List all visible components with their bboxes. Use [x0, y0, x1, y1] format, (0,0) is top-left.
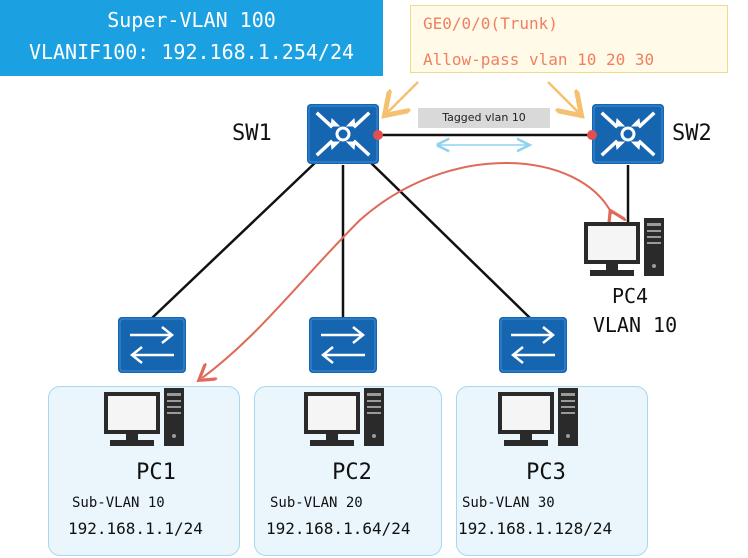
pc1-name: PC1: [136, 460, 176, 485]
network-links: [151, 133, 630, 319]
pc3-computer-icon: [498, 388, 578, 446]
pc1-computer-icon: [104, 388, 184, 446]
traffic-path-arrow: [202, 162, 612, 378]
trunk-port: GE0/0/0(Trunk): [423, 14, 558, 33]
sw2-label: SW2: [672, 121, 712, 146]
super-vlan-header: Super-VLAN 100 VLANIF100: 192.168.1.254/…: [0, 0, 383, 76]
note-arrow-sw1: [388, 81, 419, 112]
pc2-ip: 192.168.1.64/24: [266, 519, 411, 538]
link-sw1-switch1: [151, 159, 319, 319]
pc3-ip: 192.168.1.128/24: [458, 519, 613, 538]
pc4-vlan: VLAN 10: [592, 313, 678, 337]
vlanif-address: VLANIF100: 192.168.1.254/24: [28, 40, 355, 64]
pc2-computer-icon: [304, 388, 384, 446]
trunk-note: GE0/0/0(Trunk) Allow-pass vlan 10 20 30: [410, 5, 728, 73]
allow-pass-vlans: Allow-pass vlan 10 20 30: [423, 50, 655, 69]
super-vlan-title: Super-VLAN 100: [107, 8, 276, 32]
pc4-computer-icon: [584, 218, 664, 276]
pc2-name: PC2: [332, 460, 372, 485]
tagged-vlan-label: Tagged vlan 10: [418, 108, 550, 128]
pc1-ip: 192.168.1.1/24: [68, 519, 203, 538]
sw1-label: SW1: [232, 121, 272, 146]
sw1-router-switch-icon: [305, 102, 381, 166]
pc4-name: PC4: [611, 284, 649, 308]
pc3-sub-vlan: Sub-VLAN 30: [462, 495, 555, 511]
note-arrow-sw2: [547, 81, 578, 112]
sw1-port-dot: [373, 130, 383, 140]
access-switch-1-icon: [116, 315, 188, 375]
sw2-port-dot: [587, 130, 597, 140]
pc1-sub-vlan: Sub-VLAN 10: [72, 495, 165, 511]
sw2-router-switch-icon: [590, 102, 666, 166]
link-sw1-switch3: [367, 159, 531, 319]
pc2-sub-vlan: Sub-VLAN 20: [270, 495, 363, 511]
access-switch-3-icon: [497, 315, 569, 375]
pc3-name: PC3: [526, 460, 566, 485]
access-switch-2-icon: [307, 315, 379, 375]
